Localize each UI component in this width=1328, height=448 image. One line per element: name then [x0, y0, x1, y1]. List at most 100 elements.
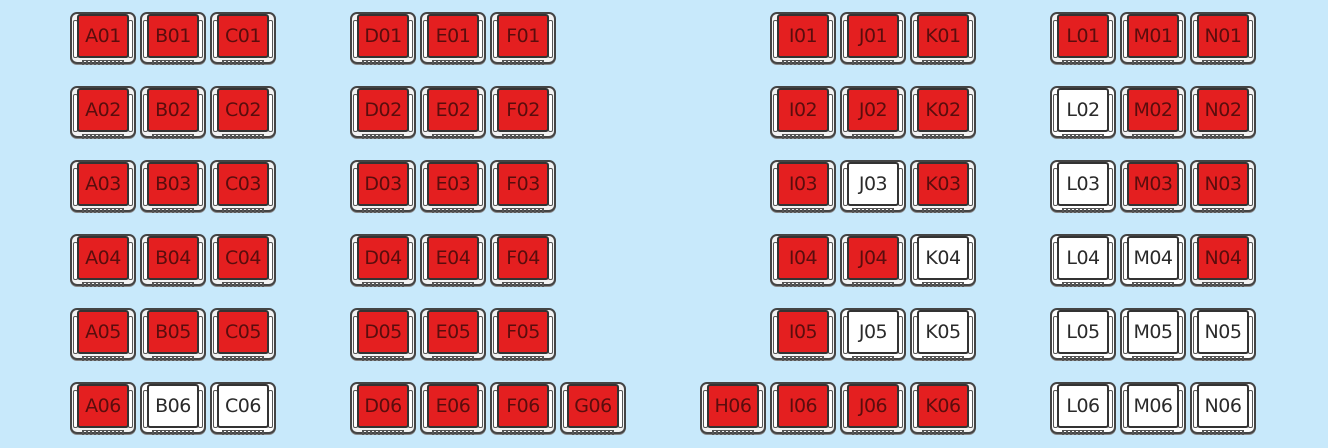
seat-n04[interactable]: N04 — [1190, 232, 1256, 290]
seat-d03[interactable]: D03 — [350, 158, 416, 216]
seat-base-icon — [1202, 282, 1244, 287]
seat-l03[interactable]: L03 — [1050, 158, 1116, 216]
seat-c05[interactable]: C05 — [210, 306, 276, 364]
seat-base-icon — [712, 430, 754, 435]
seat-n01[interactable]: N01 — [1190, 10, 1256, 68]
seat-i05[interactable]: I05 — [770, 306, 836, 364]
seat-j03[interactable]: J03 — [840, 158, 906, 216]
seat-l01[interactable]: L01 — [1050, 10, 1116, 68]
seat-d06[interactable]: D06 — [350, 380, 416, 438]
seat-label: C05 — [217, 310, 269, 354]
seat-label: J04 — [847, 236, 899, 280]
seat-m05[interactable]: M05 — [1120, 306, 1186, 364]
seat-i01[interactable]: I01 — [770, 10, 836, 68]
seat-n05[interactable]: N05 — [1190, 306, 1256, 364]
seat-m03[interactable]: M03 — [1120, 158, 1186, 216]
seat-b05[interactable]: B05 — [140, 306, 206, 364]
seat-c03[interactable]: C03 — [210, 158, 276, 216]
seat-h06[interactable]: H06 — [700, 380, 766, 438]
seat-a04[interactable]: A04 — [70, 232, 136, 290]
seat-k06[interactable]: K06 — [910, 380, 976, 438]
seat-label: G06 — [567, 384, 619, 428]
seat-base-icon — [432, 356, 474, 361]
seat-e02[interactable]: E02 — [420, 84, 486, 142]
seat-n02[interactable]: N02 — [1190, 84, 1256, 142]
seat-j04[interactable]: J04 — [840, 232, 906, 290]
seat-b03[interactable]: B03 — [140, 158, 206, 216]
seat-label: F04 — [497, 236, 549, 280]
seat-base-icon — [1132, 430, 1174, 435]
seat-i04[interactable]: I04 — [770, 232, 836, 290]
seat-b01[interactable]: B01 — [140, 10, 206, 68]
seat-j01[interactable]: J01 — [840, 10, 906, 68]
seat-f01[interactable]: F01 — [490, 10, 556, 68]
seat-label: D02 — [357, 88, 409, 132]
seat-c06[interactable]: C06 — [210, 380, 276, 438]
seat-base-icon — [1132, 134, 1174, 139]
seat-k01[interactable]: K01 — [910, 10, 976, 68]
seat-a05[interactable]: A05 — [70, 306, 136, 364]
seat-base-icon — [82, 60, 124, 65]
seat-f04[interactable]: F04 — [490, 232, 556, 290]
seat-label: L03 — [1057, 162, 1109, 206]
seat-i03[interactable]: I03 — [770, 158, 836, 216]
seat-j06[interactable]: J06 — [840, 380, 906, 438]
seat-label: J03 — [847, 162, 899, 206]
seat-a03[interactable]: A03 — [70, 158, 136, 216]
seat-e05[interactable]: E05 — [420, 306, 486, 364]
seat-f03[interactable]: F03 — [490, 158, 556, 216]
seat-b04[interactable]: B04 — [140, 232, 206, 290]
seat-j02[interactable]: J02 — [840, 84, 906, 142]
seat-label: I03 — [777, 162, 829, 206]
seat-m06[interactable]: M06 — [1120, 380, 1186, 438]
seat-base-icon — [502, 60, 544, 65]
seat-m01[interactable]: M01 — [1120, 10, 1186, 68]
seat-k05[interactable]: K05 — [910, 306, 976, 364]
seat-g06[interactable]: G06 — [560, 380, 626, 438]
seat-e01[interactable]: E01 — [420, 10, 486, 68]
seat-l06[interactable]: L06 — [1050, 380, 1116, 438]
seat-label: J05 — [847, 310, 899, 354]
seat-b02[interactable]: B02 — [140, 84, 206, 142]
seat-j05[interactable]: J05 — [840, 306, 906, 364]
seat-d02[interactable]: D02 — [350, 84, 416, 142]
seat-base-icon — [1202, 356, 1244, 361]
seat-i02[interactable]: I02 — [770, 84, 836, 142]
seat-base-icon — [1132, 60, 1174, 65]
seat-l02[interactable]: L02 — [1050, 84, 1116, 142]
seat-c02[interactable]: C02 — [210, 84, 276, 142]
seat-d05[interactable]: D05 — [350, 306, 416, 364]
seat-m04[interactable]: M04 — [1120, 232, 1186, 290]
seat-e04[interactable]: E04 — [420, 232, 486, 290]
seat-f05[interactable]: F05 — [490, 306, 556, 364]
seat-f02[interactable]: F02 — [490, 84, 556, 142]
seat-d01[interactable]: D01 — [350, 10, 416, 68]
seat-a01[interactable]: A01 — [70, 10, 136, 68]
seat-k02[interactable]: K02 — [910, 84, 976, 142]
seat-base-icon — [922, 282, 964, 287]
seat-d04[interactable]: D04 — [350, 232, 416, 290]
seat-e03[interactable]: E03 — [420, 158, 486, 216]
seat-l04[interactable]: L04 — [1050, 232, 1116, 290]
seat-label: L02 — [1057, 88, 1109, 132]
seat-c04[interactable]: C04 — [210, 232, 276, 290]
seat-i06[interactable]: I06 — [770, 380, 836, 438]
seat-m02[interactable]: M02 — [1120, 84, 1186, 142]
seat-f06[interactable]: F06 — [490, 380, 556, 438]
seat-base-icon — [362, 430, 404, 435]
seat-label: F01 — [497, 14, 549, 58]
seat-n06[interactable]: N06 — [1190, 380, 1256, 438]
seat-l05[interactable]: L05 — [1050, 306, 1116, 364]
seat-k03[interactable]: K03 — [910, 158, 976, 216]
seat-label: N03 — [1197, 162, 1249, 206]
seat-a02[interactable]: A02 — [70, 84, 136, 142]
seat-k04[interactable]: K04 — [910, 232, 976, 290]
seat-e06[interactable]: E06 — [420, 380, 486, 438]
seat-b06[interactable]: B06 — [140, 380, 206, 438]
seat-a06[interactable]: A06 — [70, 380, 136, 438]
seat-base-icon — [432, 134, 474, 139]
seat-c01[interactable]: C01 — [210, 10, 276, 68]
seat-label: L05 — [1057, 310, 1109, 354]
seat-n03[interactable]: N03 — [1190, 158, 1256, 216]
seat-base-icon — [1202, 208, 1244, 213]
